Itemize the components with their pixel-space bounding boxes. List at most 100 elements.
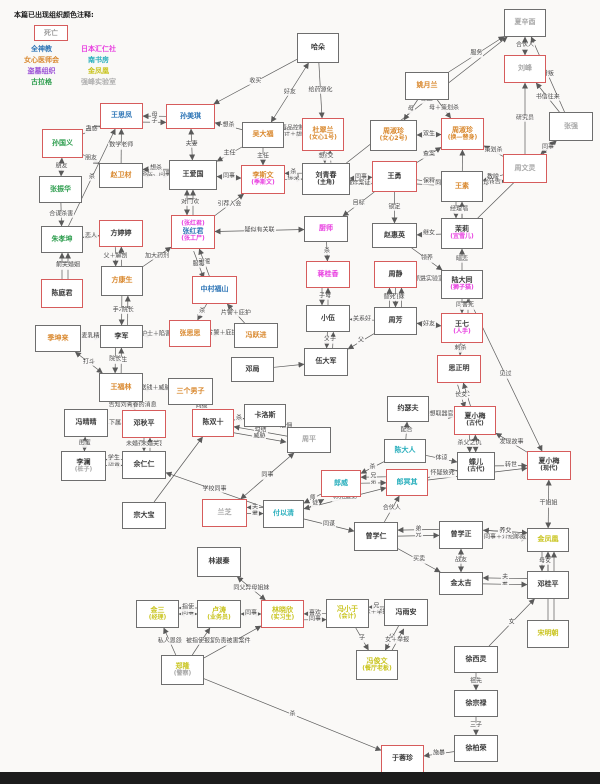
edge-label: 同父异母姐妹: [232, 584, 271, 592]
node-label: 金三: [150, 605, 165, 614]
edge-label: 教唆: [485, 173, 501, 181]
node-label: 宗大宝: [133, 510, 155, 519]
node-label: 邓桂平: [537, 580, 559, 589]
edge-label: 兄: [414, 531, 423, 540]
edge-label: 会计＋想杀: [276, 130, 310, 139]
node-sizhengming: 思正明: [437, 355, 481, 383]
node-zhangsisi: 张思思: [169, 320, 211, 347]
legend-org-6: 古拉格: [31, 78, 52, 86]
node-fangtingting: 方婷婷: [99, 220, 143, 247]
node-label: 王勇: [387, 171, 402, 180]
node-ducuilan: 杜翠兰(女心1号): [302, 118, 344, 151]
node-xuzonglu: 徐宗禄: [454, 690, 498, 717]
legend-org-1: 日本汇仁社: [81, 45, 116, 53]
edge-label: 片警＋庇护: [206, 330, 239, 338]
edge-label: 父＋解剖: [102, 252, 129, 260]
edge-label: 母: [537, 557, 547, 565]
node-langmingqi: 郎冥其: [386, 469, 428, 496]
edge-label: 女: [507, 618, 516, 626]
node-wudafu: 吴大福: [242, 122, 284, 148]
edge-label: 兄: [372, 602, 381, 611]
edge-label: 经理: [448, 205, 464, 214]
node-yurongzhen: 于蓉珍: [381, 745, 424, 773]
video-player-bar[interactable]: [0, 772, 600, 784]
edge-label: 杀: [368, 463, 377, 471]
edge-label: 学校同事: [201, 485, 228, 494]
node-kaluosi: 卡洛斯: [244, 404, 286, 427]
node-label: 厨师: [319, 224, 333, 233]
node-label: 李斯文: [252, 171, 274, 180]
node-subtitle: (宜雪儿): [450, 233, 474, 241]
node-subtitle: (古代): [467, 465, 485, 473]
node-label: 杜翠兰: [312, 126, 334, 135]
node-zhuxiaokun: 朱孝坤: [41, 226, 83, 253]
node-chushi: 厨师: [304, 216, 348, 242]
edge-dengju-wudajun: [273, 361, 305, 368]
edge-label: 同事: [180, 609, 196, 618]
edge-label: 妻: [500, 579, 510, 588]
edge-label: 喜欢: [307, 609, 323, 618]
node-sangenanzi: 三个男子: [168, 378, 213, 405]
node-label: 小伍: [321, 313, 335, 322]
node-songmingzhao: 宋明朝: [527, 620, 569, 648]
edge-label: 夫: [501, 573, 510, 582]
node-label: 曾学正: [450, 530, 472, 539]
edge-label: 打斗: [81, 358, 96, 366]
node-lijun: 李军: [100, 325, 143, 348]
edge-label: 毒品控制: [279, 124, 306, 133]
edge-label: 背叛: [540, 70, 555, 78]
node-langwei: 郎威: [321, 470, 361, 497]
edge-label: 兄: [369, 472, 378, 481]
node-label: 季坤来: [47, 333, 69, 342]
edge-label: 给药源化: [307, 86, 334, 94]
edge-label: 策划杀: [483, 146, 504, 155]
node-fengqingqing: 冯晴晴: [64, 409, 108, 437]
node-fengyuan: 冯雨安: [384, 599, 428, 626]
node-label: 冯雨安: [395, 607, 417, 616]
node-fuyiqing: 付以清: [263, 500, 304, 528]
edge-label: 子: [358, 634, 367, 643]
node-subtitle: (季斯文): [251, 179, 275, 187]
edge-label: 想杀: [221, 121, 236, 130]
edge-label: 麦乳精: [80, 333, 101, 341]
edge-label: 发现故事: [498, 438, 525, 446]
edge-label: 前夫婚姻: [54, 261, 82, 270]
edge-label: 子: [150, 117, 159, 126]
node-wangyong: 王勇: [372, 161, 417, 192]
edge-label: 转告: [487, 179, 502, 187]
node-xiaxinyou: 夏辛酉: [504, 9, 546, 37]
node-label: 张强: [564, 121, 578, 130]
node-label: 于蓉珍: [392, 754, 413, 763]
node-label: 邓局: [245, 364, 260, 373]
node-dieer: 蝶儿(古代): [457, 452, 495, 480]
edge-label: 同事＋介绍郎威: [482, 533, 528, 541]
node-jintaiji: 金太吉: [439, 572, 483, 595]
node-label: 冯晴晴: [75, 418, 97, 427]
edge-label: 邻居、同事: [139, 170, 173, 179]
node-label: 李军: [114, 331, 129, 340]
node-label: 夏小梅: [464, 412, 486, 421]
node-label: 宋明朝: [537, 629, 559, 638]
node-label: 方婷婷: [110, 228, 132, 237]
node-label: 蝶儿: [469, 457, 483, 466]
edge-label: 服毒: [191, 260, 206, 268]
edge-label: 杀: [198, 307, 207, 316]
node-label: 王七: [455, 319, 469, 328]
node-liufeng: 刘峰: [504, 55, 546, 83]
edge-label: 主任: [222, 149, 237, 158]
node-label: 冯俊文: [366, 656, 388, 665]
node-label: 孙美琪: [180, 111, 201, 120]
node-subtitle: (女心2号): [379, 135, 408, 143]
edge-label: 杀父之仇: [456, 439, 483, 447]
edge-label: 长女: [454, 391, 469, 400]
edge-label: 母: [150, 111, 159, 120]
node-label: 曾学仁: [365, 531, 387, 540]
edge-label: 女: [543, 557, 553, 565]
node-zhoushuzhen1: 周淑珍(女心2号): [370, 120, 417, 151]
edge-label: 祖先: [468, 677, 484, 685]
legend-org-4: 盗墓组织: [27, 67, 56, 75]
node-xubairong: 徐柏荣: [454, 735, 498, 762]
edge-label: 爆炸案证人: [345, 179, 378, 187]
node-label: 王素: [455, 181, 469, 190]
edge-label: 母＋策划杀: [427, 104, 461, 113]
